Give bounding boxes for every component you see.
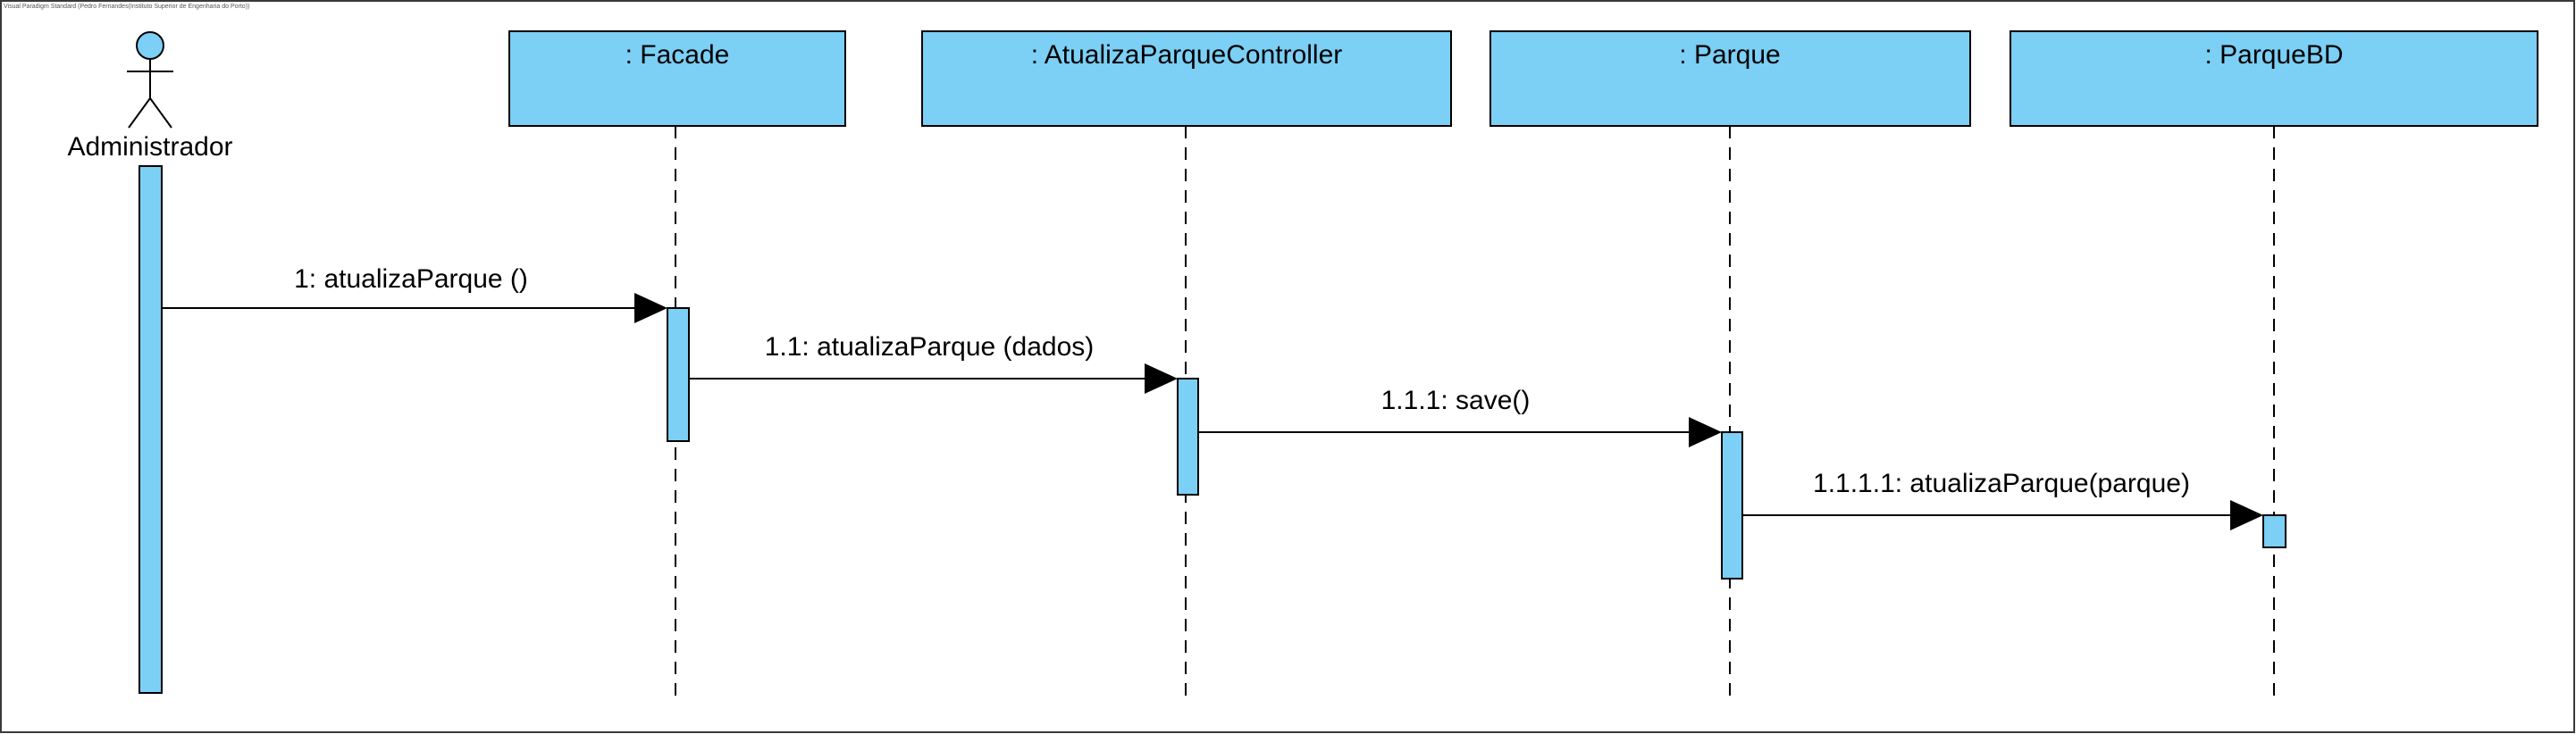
- actor-activation-bar: [138, 165, 163, 694]
- lifeline-head-facade: [508, 30, 846, 127]
- arrowhead-icon: [634, 293, 667, 323]
- activation-bar-facade: [667, 307, 690, 442]
- message-1-1-1[interactable]: 1.1.1: save(): [1198, 386, 1722, 447]
- message-1[interactable]: 1: atualizaParque (): [162, 264, 667, 323]
- lifeline-parquebd[interactable]: : ParqueBD: [2010, 30, 2538, 698]
- message-label: 1: atualizaParque (): [294, 264, 528, 294]
- message-1-1[interactable]: 1.1: atualizaParque (dados): [689, 332, 1178, 394]
- message-label: 1.1: atualizaParque (dados): [765, 332, 1095, 362]
- lifeline-label-parquebd: : ParqueBD: [2204, 40, 2343, 70]
- lifeline-parque[interactable]: : Parque: [1489, 30, 1971, 698]
- activation-bar-parquebd: [2262, 514, 2287, 548]
- arrowhead-icon: [2230, 500, 2263, 530]
- actor-head-icon: [136, 31, 164, 60]
- actor-name: Administrador: [67, 132, 232, 162]
- activation-bar-parque: [1721, 431, 1743, 580]
- lifeline-label-facade: : Facade: [625, 40, 730, 70]
- watermark-text: Visual Paradigm Standard (Pedro Fernande…: [4, 4, 249, 10]
- lifeline-head-parque: [1489, 30, 1971, 127]
- actor-left-leg: [128, 97, 151, 129]
- actor-right-leg: [149, 97, 172, 129]
- message-label: 1.1.1: save(): [1381, 386, 1531, 415]
- lifeline-head-parquebd: [2010, 30, 2538, 127]
- arrowhead-icon: [1145, 363, 1178, 394]
- lifeline-atualizaparquecontroller[interactable]: : AtualizaParqueController: [921, 30, 1452, 698]
- lifeline-facade[interactable]: : Facade: [508, 30, 846, 698]
- lifeline-label-atualizaparquecontroller: : AtualizaParqueController: [1031, 40, 1343, 70]
- actor-administrador[interactable]: Administrador: [67, 31, 233, 162]
- activation-bar-atualizaparquecontroller: [1177, 378, 1199, 496]
- lifeline-head-atualizaparquecontroller: [921, 30, 1452, 127]
- message-1-1-1-1[interactable]: 1.1.1.1: atualizaParque(parque): [1742, 469, 2263, 530]
- arrowhead-icon: [1689, 417, 1722, 447]
- lifeline-label-parque: : Parque: [1679, 40, 1780, 70]
- message-label: 1.1.1.1: atualizaParque(parque): [1813, 469, 2190, 498]
